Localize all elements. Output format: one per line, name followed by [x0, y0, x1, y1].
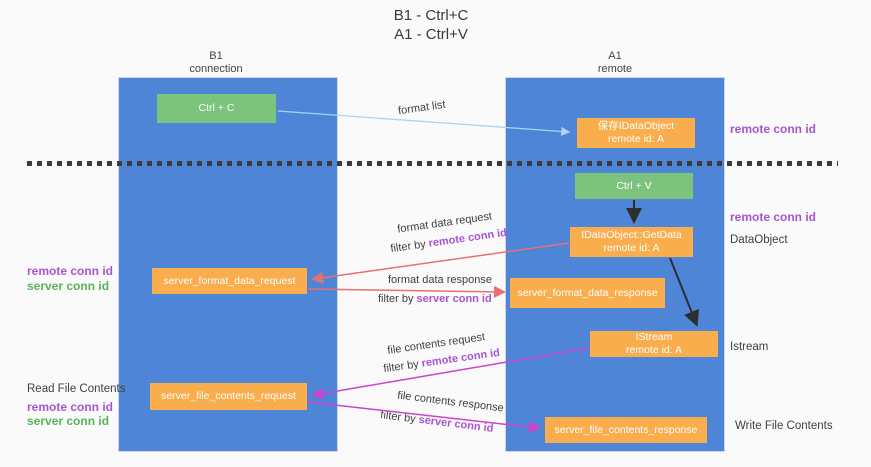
ctrl-c-box: Ctrl + C: [157, 94, 276, 123]
read-file-contents-label: Read File Contents: [27, 383, 126, 395]
filter-server-annotation-2: filter by server conn id: [380, 409, 494, 435]
ctrl-c-label: Ctrl + C: [198, 102, 235, 114]
left-remote-conn-id-label-1: remote conn id: [27, 264, 114, 278]
istream-line2: remote id: A: [625, 344, 683, 356]
server-format-data-response-box: server_format_data_response: [510, 278, 665, 308]
istream-side-label: Istream: [730, 341, 769, 353]
filter-prefix: filter by: [382, 357, 423, 376]
server-conn-id-text: server conn id: [417, 413, 495, 435]
title-line2: A1 - Ctrl+V: [394, 26, 468, 43]
dashed-divider: [27, 161, 838, 166]
filter-server-annotation-1: filter by server conn id: [378, 293, 492, 305]
server-file-contents-response-box: server_file_contents_response: [545, 417, 707, 443]
server-file-contents-response-label: server_file_contents_response: [554, 423, 698, 436]
file-contents-response-annotation: file contents response: [396, 389, 505, 415]
left-remote-conn-id-label-2: remote conn id: [27, 400, 114, 414]
istream-line1: IStream: [635, 331, 673, 343]
server-format-data-response-label: server_format_data_response: [517, 286, 658, 299]
server-format-data-request-box: server_format_data_request: [152, 268, 307, 294]
getdata-box: IDataObject::GetData remote id: A: [570, 227, 693, 257]
left-server-conn-id-label-1: server conn id: [27, 279, 110, 293]
filter-prefix: filter by: [378, 293, 417, 305]
save-idataobject-line2: remote id: A: [607, 133, 665, 145]
ctrl-v-label: Ctrl + V: [616, 179, 652, 192]
dataobject-label: DataObject: [730, 234, 788, 246]
ctrl-v-box: Ctrl + V: [575, 173, 693, 199]
write-file-contents-label: Write File Contents: [735, 420, 833, 432]
remote-conn-id-text: remote conn id: [427, 226, 508, 250]
right-remote-conn-id-label-1: remote conn id: [730, 122, 817, 136]
filter-prefix: filter by: [389, 237, 430, 256]
format-data-response-annotation: format data response: [388, 274, 492, 286]
left-column-title: B1: [209, 50, 223, 62]
format-list-annotation: format list: [397, 98, 447, 118]
left-server-conn-id-label-2: server conn id: [27, 414, 110, 428]
save-idataobject-line1: 保存IDataObject: [597, 120, 675, 132]
server-conn-id-text: server conn id: [416, 293, 492, 305]
server-format-data-request-label: server_format_data_request: [163, 274, 296, 287]
server-file-contents-request-label: server_file_contents_request: [161, 390, 296, 402]
istream-box: IStream remote id: A: [590, 331, 718, 357]
format-data-response-arrow: [307, 285, 506, 298]
title-line1: B1 - Ctrl+C: [393, 7, 469, 24]
getdata-line1: IDataObject::GetData: [581, 229, 682, 241]
right-column-subtitle: remote: [597, 63, 633, 75]
save-idataobject-box: 保存IDataObject remote id: A: [577, 118, 695, 148]
right-column-header: A1 remote: [545, 50, 685, 76]
diagram-title: B1 - Ctrl+C A1 - Ctrl+V: [331, 6, 531, 44]
server-file-contents-request-box: server_file_contents_request: [150, 383, 307, 410]
filter-prefix: filter by: [379, 409, 420, 426]
right-column-title: A1: [608, 50, 622, 62]
getdata-line2: remote id: A: [603, 242, 660, 254]
left-column-header: B1 connection: [146, 50, 286, 76]
right-remote-conn-id-label-2: remote conn id: [730, 210, 817, 224]
left-column-subtitle: connection: [189, 63, 243, 75]
